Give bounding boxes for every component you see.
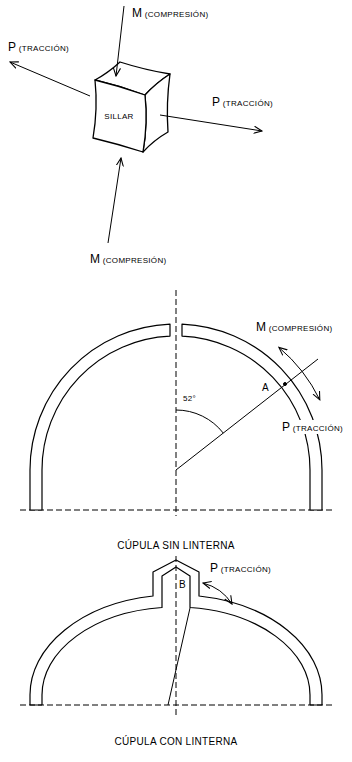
angle-arc [176, 410, 223, 433]
force-label: M (COMPRESIÓN) [132, 6, 208, 20]
dome-shell [42, 567, 310, 705]
dome-shell [30, 324, 170, 510]
force-arrow [279, 347, 320, 400]
block-right-face [143, 74, 170, 152]
force-arrow [203, 583, 232, 604]
force-arrow [116, 6, 124, 76]
stone-block: SILLAR [101, 110, 136, 123]
force-arrow [108, 158, 121, 243]
radius-line [176, 359, 318, 470]
force-arrow [160, 115, 262, 131]
figure-caption: CÚPULA CON LINTERNA [115, 736, 238, 748]
block-label: SILLAR [104, 112, 133, 121]
force-label: P (TRACCIÓN) [281, 420, 344, 434]
base-line [20, 705, 332, 706]
axis-line [176, 556, 177, 716]
force-label: P (TRACCIÓN) [212, 95, 273, 109]
dome-shell [30, 560, 322, 705]
axis-line [176, 290, 177, 516]
force-label: M (COMPRESIÓN) [90, 252, 166, 266]
point-marker [284, 383, 287, 386]
figure-caption: CÚPULA SIN LINTERNA [117, 540, 234, 552]
block-front-face [93, 80, 146, 152]
point-label: A [262, 382, 269, 394]
radius-line [168, 608, 190, 705]
force-label: P (TRACCIÓN) [210, 561, 271, 575]
force-label: P (TRACCIÓN) [8, 40, 69, 54]
point-label: B [179, 579, 186, 591]
shell-base [30, 704, 322, 705]
force-label: M (COMPRESIÓN) [256, 320, 332, 334]
dome-shell [182, 324, 322, 510]
angle-label: 52° [183, 394, 196, 404]
force-arrow [10, 62, 90, 96]
base-line [20, 510, 332, 511]
